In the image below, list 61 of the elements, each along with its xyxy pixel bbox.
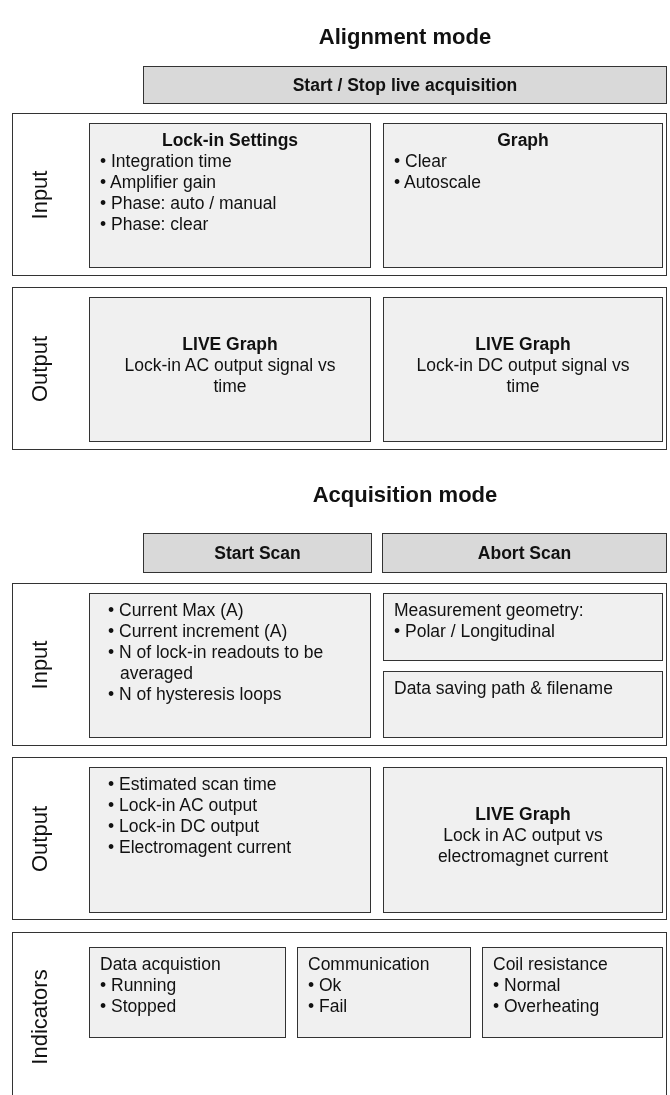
list-item: • N of lock-in readouts to be averaged (107, 642, 325, 684)
settings-box (297, 947, 471, 1038)
list-item: • Integration time (100, 151, 233, 172)
settings-box (383, 767, 663, 913)
list-item: • Normal (493, 975, 562, 996)
section-panel (12, 113, 667, 276)
action-button: Start Scan (143, 533, 372, 573)
panel-label: Input (27, 170, 53, 219)
section-heading: Acquisition mode (311, 482, 499, 508)
section-panel (12, 932, 667, 1095)
list-item: • Clear (394, 151, 448, 172)
settings-box (383, 123, 663, 268)
settings-box (89, 297, 371, 442)
list-item: • N of hysteresis loops (107, 684, 283, 705)
section-panel (12, 757, 667, 920)
list-item: • Lock-in AC output (107, 795, 259, 816)
box-heading: Coil resistance (493, 954, 609, 975)
list-item: • Estimated scan time (107, 774, 278, 795)
list-item: • Fail (308, 996, 349, 1017)
box-heading: Graph (496, 130, 550, 151)
box-heading: Lock-in Settings (160, 130, 300, 151)
panel-label: Indicators (27, 969, 53, 1065)
action-button: Start / Stop live acquisition (143, 66, 667, 104)
list-item: • Stopped (100, 996, 178, 1017)
settings-box (89, 947, 286, 1038)
panel-label: Input (27, 640, 53, 689)
box-text: Lock-in DC output signal vs time (415, 355, 631, 397)
settings-box (383, 671, 663, 738)
box-text: Lock-in AC output signal vs time (123, 355, 337, 397)
list-item: • Polar / Longitudinal (394, 621, 556, 642)
action-button: Abort Scan (382, 533, 667, 573)
list-item: • Electromagent current (107, 837, 293, 858)
list-item: • Autoscale (394, 172, 482, 193)
list-item: • Current Max (A) (107, 600, 245, 621)
panel-label: Output (27, 335, 53, 402)
box-text: Data saving path & filename (394, 678, 614, 699)
box-text: Lock in AC output vs electromagnet current (436, 825, 610, 867)
panel-label: Output (27, 805, 53, 872)
box-heading: LIVE Graph (474, 334, 572, 355)
settings-box (383, 297, 663, 442)
section-heading: Alignment mode (317, 24, 493, 50)
settings-box (89, 593, 371, 738)
settings-box (383, 593, 663, 661)
box-heading: Communication (308, 954, 431, 975)
list-item: • Lock-in DC output (107, 816, 261, 837)
list-item: • Overheating (493, 996, 601, 1017)
settings-box (89, 123, 371, 268)
list-item: • Ok (308, 975, 343, 996)
list-item: • Amplifier gain (100, 172, 218, 193)
list-item: • Phase: clear (100, 214, 210, 235)
list-item: • Running (100, 975, 178, 996)
section-panel (12, 583, 667, 746)
box-heading: Data acquistion (100, 954, 222, 975)
box-heading: LIVE Graph (181, 334, 279, 355)
settings-box (482, 947, 663, 1038)
list-item: • Current increment (A) (107, 621, 289, 642)
settings-box (89, 767, 371, 913)
section-panel (12, 287, 667, 450)
box-heading: LIVE Graph (474, 804, 572, 825)
list-item: • Phase: auto / manual (100, 193, 278, 214)
box-heading: Measurement geometry: (394, 600, 585, 621)
